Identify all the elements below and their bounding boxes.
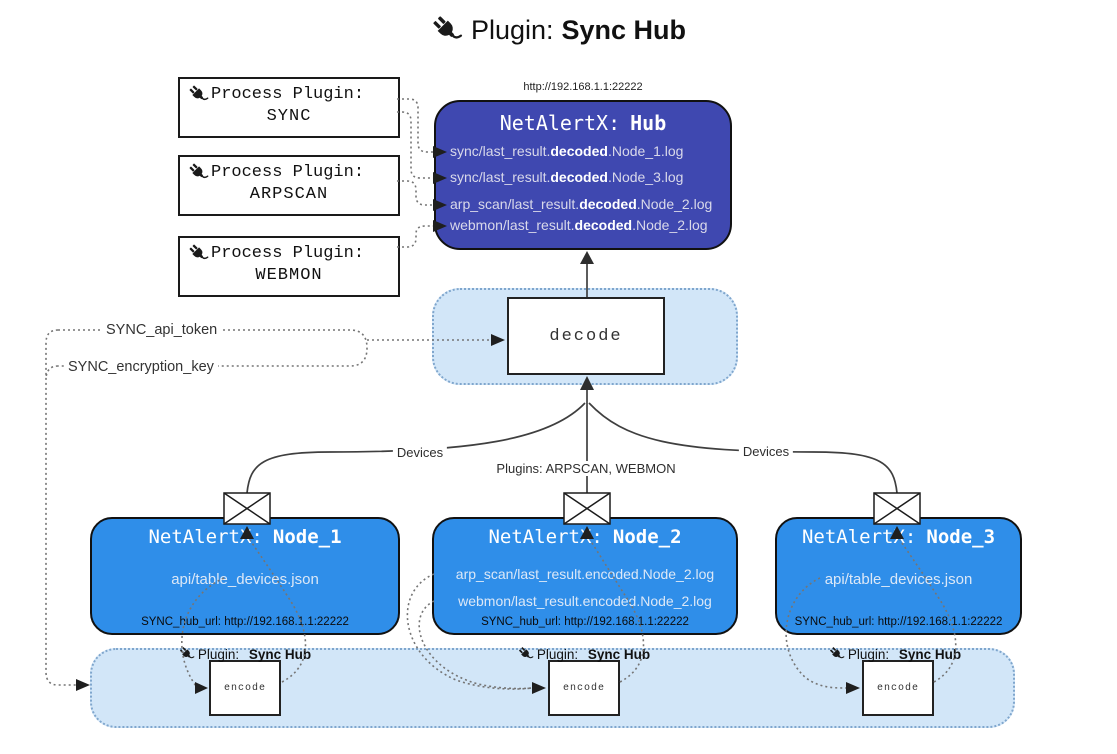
encode-box: encode [209, 660, 281, 716]
node-title: NetAlertX:Node_1 [148, 526, 342, 548]
process-plugin-box-sync: Process Plugin: SYNC [178, 77, 400, 138]
node-file: webmon/last_result.encoded.Node_2.log [458, 593, 712, 609]
plug-icon [830, 647, 845, 659]
node-title: NetAlertX:Node_3 [801, 526, 996, 548]
hub-box [434, 100, 732, 250]
hub-log-line: sync/last_result.decoded.Node_1.log [450, 143, 684, 159]
plug-icon [519, 647, 534, 659]
title-prefix: Plugin: [470, 14, 554, 45]
node-file: api/table_devices.json [824, 571, 973, 588]
secret-label-encryption-key: SYNC_encryption_key [64, 359, 218, 375]
process-plugin-label: Process Plugin: [211, 244, 365, 263]
hub-log-line: sync/last_result.decoded.Node_3.log [450, 169, 684, 185]
secret-label-api-token: SYNC_api_token [102, 322, 222, 338]
page-title: Plugin: Sync Hub [0, 14, 1117, 46]
encoder-plugin-label: Plugin: Sync Hub [829, 646, 961, 662]
process-plugin-box-webmon: Process Plugin: WEBMON [178, 236, 400, 297]
encoder-plugin-label: Plugin: Sync Hub [179, 646, 311, 662]
edge-label-plugins: Plugins: ARPSCAN, WEBMON [492, 461, 680, 476]
node-box-node-1: NetAlertX:Node_1 api/table_devices.json … [90, 517, 400, 635]
process-plugin-label: Process Plugin: [211, 85, 365, 104]
decode-box: decode [507, 297, 665, 375]
node-file: api/table_devices.json [171, 571, 319, 588]
node-box-node-3: NetAlertX:Node_3 api/table_devices.json … [775, 517, 1022, 635]
process-plugin-label: Process Plugin: [211, 163, 365, 182]
plug-icon [189, 163, 209, 179]
node-box-node-2: NetAlertX:Node_2 arp_scan/last_result.en… [432, 517, 738, 635]
plug-icon [189, 85, 209, 101]
title-name: Sync Hub [561, 14, 687, 45]
encode-box: encode [862, 660, 934, 716]
hub-title-prefix: NetAlertX: [499, 111, 621, 135]
edge-label-devices-left: Devices [392, 445, 448, 460]
edge-label-devices-right: Devices [738, 444, 794, 459]
hub-url: http://192.168.1.1:22222 [523, 81, 643, 93]
plug-icon [180, 647, 195, 659]
plug-icon [433, 16, 463, 39]
node-hub-url: SYNC_hub_url: http://192.168.1.1:22222 [794, 616, 1003, 628]
node-hub-url: SYNC_hub_url: http://192.168.1.1:22222 [481, 616, 689, 628]
node-hub-url: SYNC_hub_url: http://192.168.1.1:22222 [141, 616, 349, 628]
node-file: arp_scan/last_result.encoded.Node_2.log [455, 566, 715, 582]
plug-icon [189, 244, 209, 260]
node-title: NetAlertX:Node_2 [488, 526, 682, 548]
process-plugin-box-arpscan: Process Plugin: ARPSCAN [178, 155, 400, 216]
process-plugin-name: SYNC [266, 107, 312, 126]
process-plugin-name: ARPSCAN [249, 185, 329, 204]
encode-box: encode [548, 660, 620, 716]
hub-title: NetAlertX: Hub [434, 111, 732, 135]
hub-log-line: arp_scan/last_result.decoded.Node_2.log [450, 196, 713, 212]
encoder-plugin-label: Plugin: Sync Hub [518, 646, 650, 662]
process-plugin-name: WEBMON [255, 266, 323, 285]
hub-title-name: Hub [630, 111, 667, 135]
hub-log-line: webmon/last_result.decoded.Node_2.log [450, 217, 708, 233]
